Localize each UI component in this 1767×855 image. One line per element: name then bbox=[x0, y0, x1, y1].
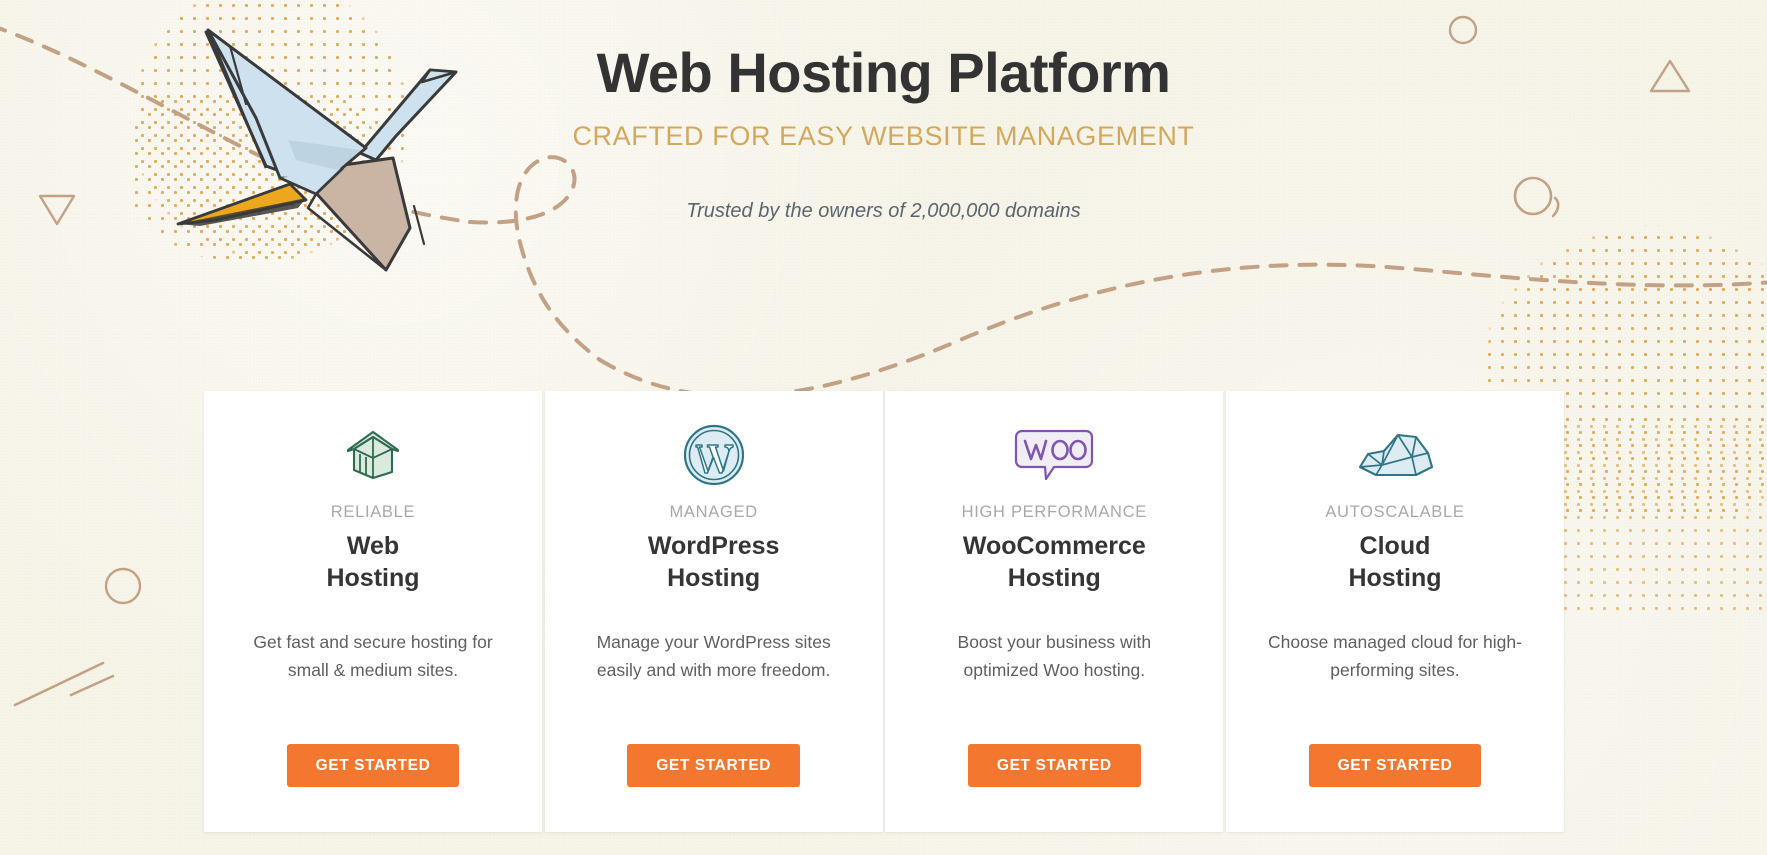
house-icon bbox=[340, 417, 406, 493]
card-title: WordPress Hosting bbox=[648, 531, 780, 595]
card-title-line1: WordPress bbox=[647, 532, 780, 560]
plan-card-wordpress-hosting[interactable]: MANAGED WordPress Hosting Manage your Wo… bbox=[544, 391, 883, 832]
get-started-button[interactable]: GET STARTED bbox=[1308, 744, 1482, 787]
diagonal-lines-bottomleft bbox=[13, 661, 115, 707]
get-started-button[interactable]: GET STARTED bbox=[286, 744, 460, 787]
get-started-button[interactable]: GET STARTED bbox=[627, 744, 801, 787]
page-subtitle: CRAFTED FOR EASY WEBSITE MANAGEMENT bbox=[572, 120, 1195, 151]
page-title: Web Hosting Platform bbox=[596, 41, 1171, 104]
hero-header: Web Hosting Platform CRAFTED FOR EASY WE… bbox=[0, 0, 1767, 223]
card-kicker: MANAGED bbox=[669, 503, 758, 521]
plan-card-web-hosting[interactable]: RELIABLE Web Hosting Get fast and secure… bbox=[204, 391, 542, 832]
card-kicker: RELIABLE bbox=[330, 503, 416, 521]
card-title: Web Hosting bbox=[326, 531, 419, 595]
get-started-button[interactable]: GET STARTED bbox=[967, 744, 1141, 787]
plan-card-cloud-hosting[interactable]: AUTOSCALABLE Cloud Hosting Choose manage… bbox=[1225, 391, 1564, 832]
card-title: Cloud Hosting bbox=[1348, 531, 1441, 595]
cloud-icon bbox=[1354, 417, 1436, 493]
card-description: Get fast and secure hosting for small & … bbox=[253, 631, 493, 681]
card-description: Manage your WordPress sites easily and w… bbox=[596, 631, 831, 681]
card-kicker: HIGH PERFORMANCE bbox=[961, 503, 1147, 521]
card-description: Boost your business with optimized Woo h… bbox=[957, 631, 1152, 681]
card-title-line1: WooCommerce bbox=[962, 532, 1146, 560]
plan-card-woocommerce-hosting[interactable]: HIGH PERFORMANCE WooCommerce Hosting Boo… bbox=[885, 391, 1224, 832]
card-title-line1: Cloud bbox=[1359, 532, 1431, 560]
card-kicker: AUTOSCALABLE bbox=[1325, 503, 1465, 521]
card-title-line2: Hosting bbox=[1007, 563, 1101, 592]
plan-card-list: RELIABLE Web Hosting Get fast and secure… bbox=[204, 391, 1564, 832]
trusted-by-text: Trusted by the owners of 2,000,000 domai… bbox=[686, 199, 1081, 222]
card-title-line2: Hosting bbox=[667, 563, 761, 592]
card-title-line1: Web bbox=[346, 532, 400, 560]
circle-outline-bottomleft bbox=[104, 567, 142, 605]
wordpress-icon bbox=[682, 417, 746, 493]
card-description: Choose managed cloud for high-performing… bbox=[1268, 631, 1522, 681]
card-title-line2: Hosting bbox=[326, 563, 420, 592]
card-title: WooCommerce Hosting bbox=[963, 531, 1146, 595]
card-title-line2: Hosting bbox=[1348, 563, 1442, 592]
woocommerce-icon bbox=[1014, 417, 1094, 493]
